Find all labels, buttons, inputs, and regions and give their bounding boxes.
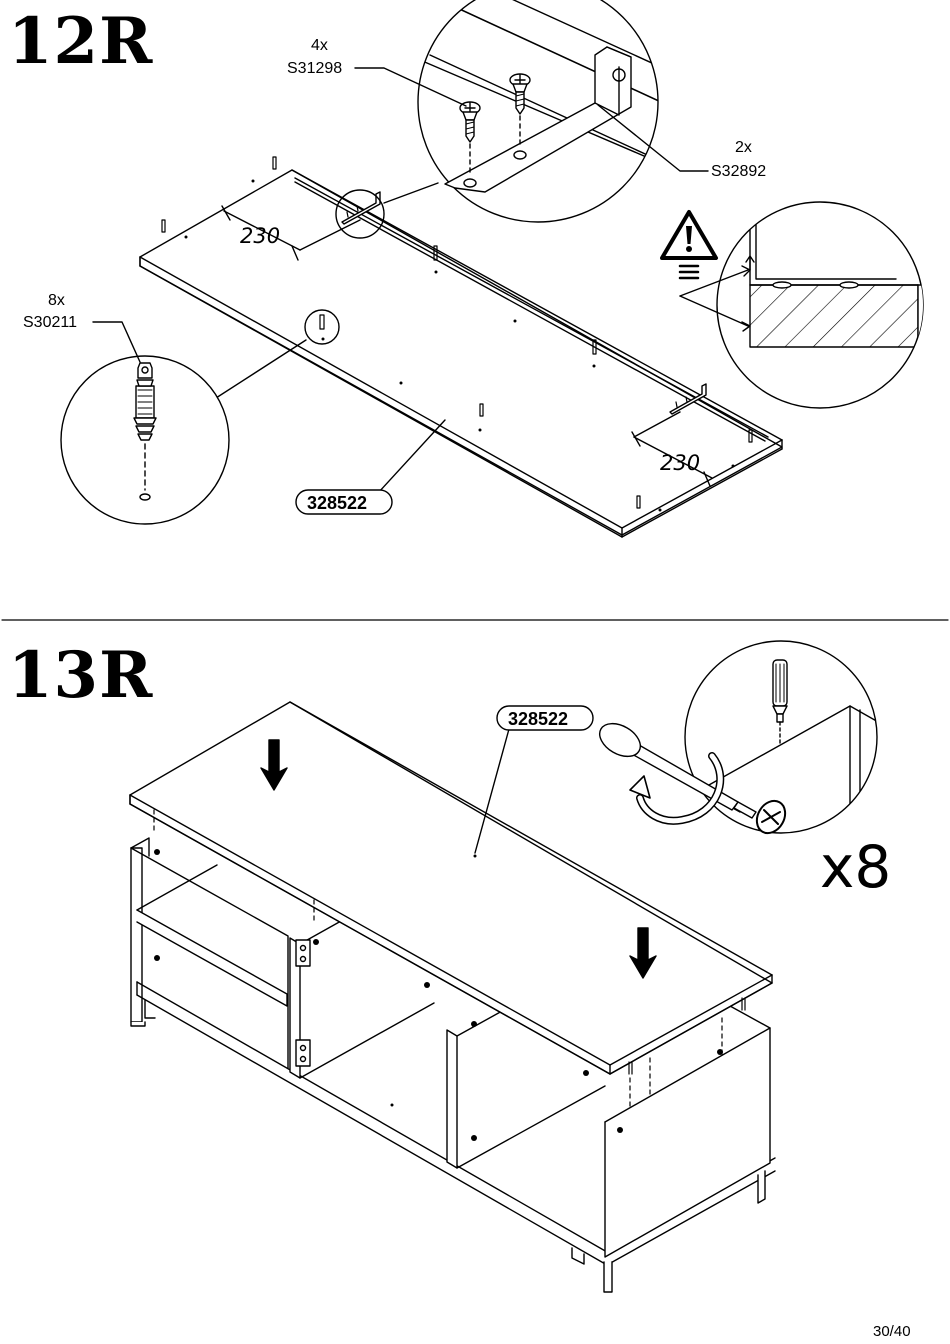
bracket-screw-detail [417, 0, 659, 223]
hinge-icon [295, 939, 311, 1067]
bracket-code: S32892 [711, 163, 766, 180]
screwdriver-icon [599, 722, 757, 819]
part-code-12: 328522 [307, 493, 367, 513]
detail-marker-bracket [335, 189, 385, 239]
part-label-box-13 [496, 705, 594, 731]
screw-code: S31298 [287, 60, 342, 77]
screw-icon [459, 101, 481, 177]
dowel-qty: 8x [48, 292, 65, 309]
screw-icon [509, 73, 531, 149]
dimension-left-value: 230 [240, 224, 280, 248]
dowel-icon [153, 809, 746, 1109]
screwdriver-icon [772, 659, 788, 745]
repeat-count: x8 [820, 833, 891, 901]
dowel-icon [161, 156, 753, 509]
dimension-right: 230 [631, 411, 713, 487]
top-panel-328522 [129, 701, 773, 1075]
dimension-right-value: 230 [660, 451, 700, 475]
dimension-left: 230 [221, 205, 361, 261]
part-label-box [295, 489, 393, 515]
rotation-arrow-icon [629, 752, 725, 825]
step-12-label: 12R [8, 4, 153, 79]
edge-detail [679, 201, 924, 409]
warning-icon [660, 210, 718, 280]
cabinet-body [130, 837, 776, 1293]
bracket-qty: 2x [735, 139, 752, 156]
step-13-label: 13R [8, 638, 153, 713]
bracket-on-board-right [669, 383, 707, 415]
dowel-detail [60, 355, 230, 525]
bracket-on-board-left [341, 191, 381, 225]
cam-lock-icon [755, 799, 787, 835]
board-holes [184, 179, 735, 512]
part-code-13: 328522 [508, 709, 568, 729]
screw-qty: 4x [311, 37, 328, 54]
detail-marker-dowel [304, 309, 340, 345]
cam-lock-detail [684, 640, 878, 835]
down-arrow-icon [260, 739, 657, 979]
page-number: 30/40 [873, 1323, 911, 1340]
dowel-code: S30211 [23, 314, 77, 331]
